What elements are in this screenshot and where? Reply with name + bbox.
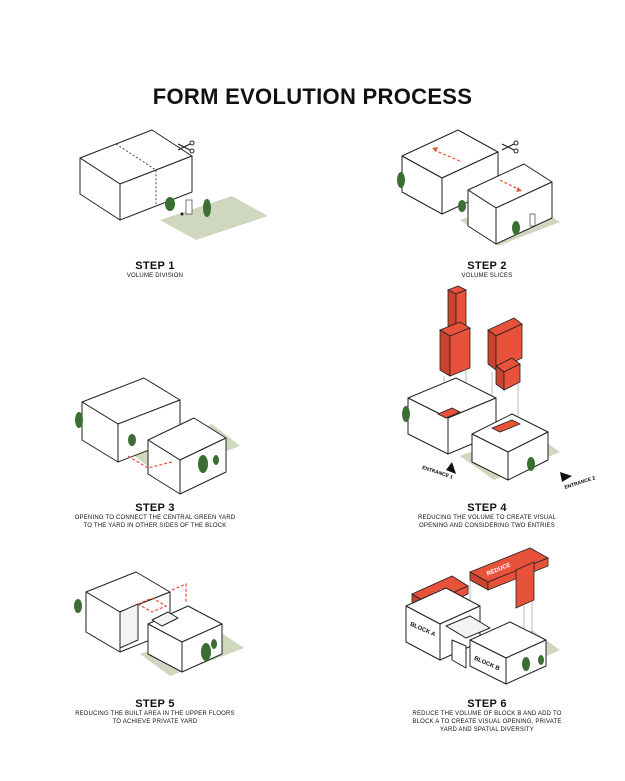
entrance-2-marker: ENTRANCE 2 xyxy=(560,472,596,491)
person-icon xyxy=(529,213,536,227)
tree-icon xyxy=(211,639,217,649)
page-title: FORM EVOLUTION PROCESS xyxy=(152,84,473,109)
step-1-label: STEP 1 VOLUME DIVISION xyxy=(60,260,250,280)
step-5-label: STEP 5 REDUCING THE BUILT AREA IN THE UP… xyxy=(50,698,260,726)
reduced-area xyxy=(491,419,521,433)
step-1-diagram xyxy=(79,129,268,240)
scissors-icon xyxy=(177,140,195,154)
slice-arrow xyxy=(499,179,521,191)
step-6-diagram: ADD REDUCE BLOCK A BLOCK B xyxy=(405,547,560,685)
step-5-diagram xyxy=(74,571,244,676)
tree-icon xyxy=(203,199,211,217)
entrance-1-marker: ENTRANCE 1 xyxy=(421,462,456,481)
step-name: STEP 5 xyxy=(135,698,175,710)
tree-icon xyxy=(198,455,208,473)
tree-icon xyxy=(128,434,136,446)
step-description: TO THE YARD IN OTHER SIDES OF THE BLOCK xyxy=(83,523,227,529)
step-2-label: STEP 2 VOLUME SLICES xyxy=(392,260,582,280)
person-icon xyxy=(185,199,193,215)
step-3-diagram xyxy=(75,377,240,495)
reduced-area xyxy=(437,407,461,419)
tree-icon xyxy=(75,412,83,428)
reduce-volume: REDUCE xyxy=(469,547,549,609)
opening-path xyxy=(127,455,173,469)
ground-plane xyxy=(160,196,268,240)
step-description: BLOCK A TO CREATE VISUAL OPENING, PRIVAT… xyxy=(412,719,562,725)
tree-icon xyxy=(538,655,544,665)
step-2-diagram xyxy=(397,129,560,246)
arrow-head xyxy=(432,147,438,152)
step-name: STEP 3 xyxy=(135,502,175,514)
step-description: REDUCING THE BUILT AREA IN THE UPPER FLO… xyxy=(75,711,235,717)
step-description: OPENING TO CONNECT THE CENTRAL GREEN YAR… xyxy=(74,515,236,521)
tree-icon xyxy=(458,200,466,212)
step-4-diagram: ENTRANCE 1 ENTRANCE 2 xyxy=(402,285,596,491)
removed-volume-1 xyxy=(439,285,471,377)
person-icon xyxy=(180,212,184,216)
private-yard-outline xyxy=(137,597,168,613)
tree-icon xyxy=(201,643,211,661)
step-4-label: STEP 4 REDUCING THE VOLUME TO CREATE VIS… xyxy=(382,502,592,530)
tree-icon xyxy=(74,599,82,613)
step-name: STEP 6 xyxy=(467,698,507,710)
scissors-icon xyxy=(501,140,519,154)
step-description: TO ACHIEVE PRIVATE YARD xyxy=(112,719,198,725)
removed-volume-2 xyxy=(487,317,523,391)
step-6-label: STEP 6 REDUCE THE VOLUME OF BLOCK B AND … xyxy=(382,698,592,734)
step-description: VOLUME SLICES xyxy=(461,273,513,279)
arrow-head xyxy=(516,187,522,192)
step-description: REDUCING THE VOLUME TO CREATE VISUAL xyxy=(417,515,557,521)
tree-icon xyxy=(527,457,535,471)
tree-icon xyxy=(402,406,410,422)
tree-icon xyxy=(522,657,530,671)
step-description: OPENING AND CONSIDERING TWO ENTRIES xyxy=(419,523,555,529)
step-description: VOLUME DIVISION xyxy=(126,273,184,279)
tree-icon xyxy=(165,197,175,211)
step-description: YARD AND SPATIAL DIVERSITY xyxy=(440,727,534,733)
step-name: STEP 2 xyxy=(467,260,507,272)
slice-arrow xyxy=(433,149,463,163)
step-description: REDUCE THE VOLUME OF BLOCK B AND ADD TO xyxy=(412,711,562,717)
tree-icon xyxy=(213,455,219,465)
step-3-label: STEP 3 OPENING TO CONNECT THE CENTRAL GR… xyxy=(50,502,260,530)
tree-icon xyxy=(397,172,405,188)
step-name: STEP 4 xyxy=(467,502,507,514)
step-name: STEP 1 xyxy=(135,260,175,272)
tree-icon xyxy=(512,221,520,235)
